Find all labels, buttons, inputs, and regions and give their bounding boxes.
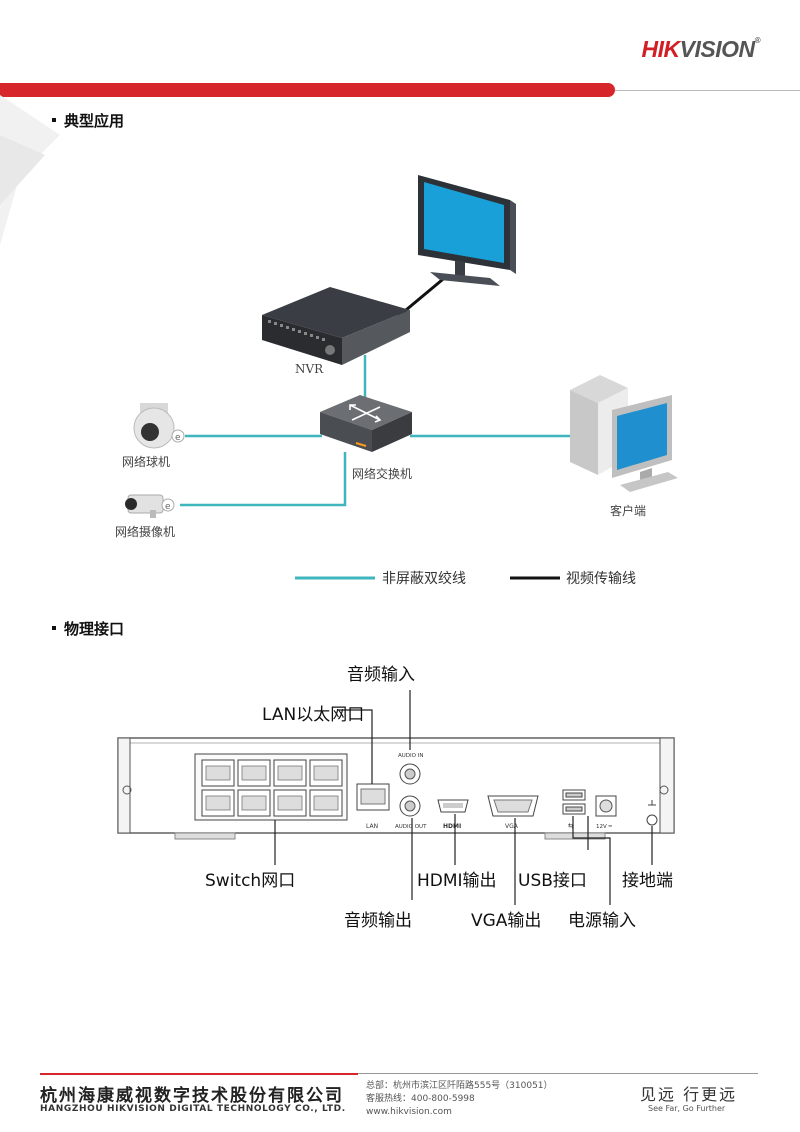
- silk-12v: 12V ═: [596, 824, 613, 830]
- rear-panel-diagram: LAN AUDIO IN AUDIO OUT HDMI VGA ⇆ 12V ═: [117, 690, 675, 905]
- network-diagram: NVR 网络交换机 e 网络球机 e 网络摄像机: [115, 175, 678, 587]
- footer-address: 总部：杭州市滨江区阡陌路555号（310051）: [366, 1081, 553, 1091]
- vga-port: [487, 795, 539, 817]
- bullet-camera-icon: e: [125, 494, 175, 518]
- camera-label: 网络摄像机: [115, 524, 175, 539]
- callout-lan: LAN以太网口: [262, 705, 365, 725]
- section-title-typical-application: 典型应用: [52, 110, 124, 131]
- network-switch-icon: [320, 395, 412, 452]
- nvr-label: NVR: [295, 362, 324, 376]
- client-label: 客户端: [610, 503, 646, 518]
- nvr-device-icon: [262, 287, 410, 365]
- dome-camera-label: 网络球机: [122, 454, 170, 469]
- callout-vga: VGA输出: [471, 911, 542, 931]
- callout-usb: USB接口: [518, 871, 587, 891]
- camera-switch-cable: [180, 452, 347, 507]
- footer-contact: 总部：杭州市滨江区阡陌路555号（310051） 客服热线：400-800-59…: [366, 1080, 553, 1119]
- silk-vga: VGA: [505, 823, 519, 830]
- callout-hdmi: HDMI输出: [417, 871, 497, 891]
- callout-audio-in: 音频输入: [347, 665, 415, 685]
- hdmi-port: [437, 799, 469, 813]
- audio-in-jack: [399, 763, 421, 785]
- svg-text:e: e: [165, 502, 171, 512]
- footer-company-cn: 杭州海康威视数字技术股份有限公司: [40, 1086, 344, 1106]
- silk-usb: ⇆: [568, 822, 574, 830]
- dome-camera-icon: e: [133, 403, 185, 449]
- decorative-watermark: [0, 95, 60, 245]
- silk-audio-in: AUDIO IN: [398, 753, 423, 759]
- monitor-icon: [418, 175, 516, 286]
- legend-utp-text: 非屏蔽双绞线: [382, 570, 466, 587]
- footer-red-line: [40, 1073, 358, 1075]
- footer-slogan-cn: 见远 行更远: [640, 1085, 738, 1104]
- usb-ports: [562, 789, 586, 815]
- section-title-physical-interface: 物理接口: [52, 618, 124, 639]
- switch-label: 网络交换机: [352, 466, 412, 481]
- client-pc-icon: [570, 375, 678, 492]
- header-red-bar: [0, 83, 615, 97]
- footer-grey-line: [358, 1073, 758, 1074]
- silk-lan: LAN: [366, 823, 378, 830]
- hikvision-logo: HIKVISION®: [641, 36, 761, 62]
- footer-hotline: 客服热线：400-800-5998: [366, 1094, 475, 1104]
- callout-ground: 接地端: [622, 871, 673, 891]
- switch-ports: [194, 753, 348, 821]
- footer-company-en: HANGZHOU HIKVISION DIGITAL TECHNOLOGY CO…: [40, 1104, 346, 1114]
- callout-switch: Switch网口: [205, 871, 296, 891]
- legend-video-text: 视频传输线: [566, 571, 636, 587]
- callout-audio-out: 音频输出: [344, 911, 412, 931]
- audio-out-jack: [399, 795, 421, 817]
- silk-audio-out: AUDIO OUT: [395, 824, 427, 830]
- callout-power: 电源输入: [568, 911, 636, 931]
- footer-slogan-en: See Far, Go Further: [648, 1104, 726, 1113]
- silk-hdmi: HDMI: [443, 823, 461, 830]
- lan-port: [356, 783, 390, 811]
- ground-terminal: [646, 800, 658, 826]
- svg-text:e: e: [175, 433, 181, 443]
- footer-website[interactable]: www.hikvision.com: [366, 1107, 452, 1117]
- power-jack: [595, 795, 617, 817]
